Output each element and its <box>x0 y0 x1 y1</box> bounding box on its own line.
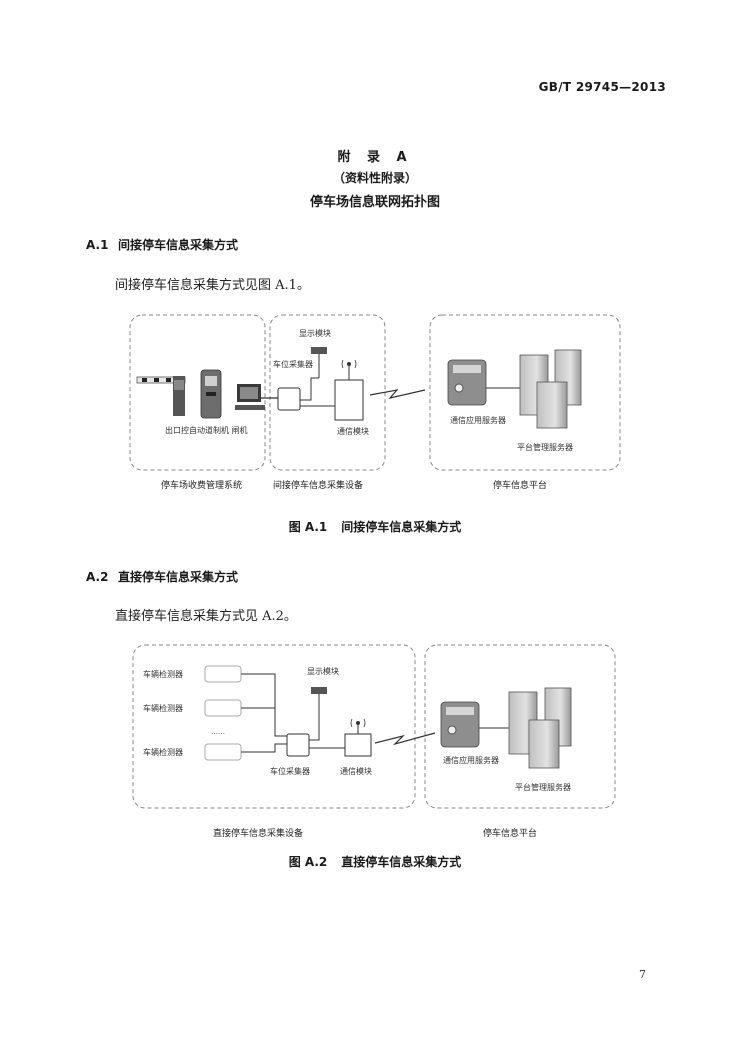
label-gate: 出口控自动道制机 闸机 <box>165 425 248 435</box>
figure-number: 图 A.2 <box>288 855 328 869</box>
standard-code: GB/T 29745—2013 <box>538 80 666 94</box>
label-parking-collector: 车位采集器 <box>273 359 313 369</box>
label-platform-server: 平台管理服务器 <box>517 442 573 452</box>
figure-number: 图 A.1 <box>288 520 328 534</box>
section-heading-a2: A.2 直接停车信息采集方式 <box>86 568 238 585</box>
label-direct-device: 直接停车信息采集设备 <box>213 827 303 839</box>
figure-a1-caption: 图 A.1 间接停车信息采集方式 <box>0 518 750 535</box>
parking-collector-box <box>286 733 310 757</box>
label-detector: 车辆检测器 <box>143 703 183 713</box>
direct-device-group <box>132 644 416 809</box>
section-paragraph-a1: 间接停车信息采集方式见图 A.1。 <box>115 278 310 293</box>
gate-machine-icon <box>200 369 222 419</box>
computer-icon <box>235 384 265 410</box>
label-comm-server: 通信应用服务器 <box>450 415 506 425</box>
annex-title: 附 录 A <box>337 150 413 165</box>
comm-module-box <box>334 379 364 421</box>
platform-group <box>429 314 621 471</box>
label-platform-server: 平台管理服务器 <box>515 782 571 792</box>
wireless-link-icon <box>374 732 436 746</box>
platform-server-icon <box>519 349 582 429</box>
figure-a2-caption: 图 A.2 直接停车信息采集方式 <box>0 853 750 870</box>
platform-server-icon <box>508 687 572 769</box>
comm-server-icon <box>447 359 487 406</box>
annex-subtitle: （资料性附录） <box>332 171 417 185</box>
label-fee-system: 停车场收费管理系统 <box>161 479 242 491</box>
parking-collector-box <box>277 387 301 411</box>
label-indirect-device: 间接停车信息采集设备 <box>273 479 363 491</box>
platform-group <box>424 644 616 809</box>
label-platform: 停车信息平台 <box>493 479 547 491</box>
label-detector: 车辆检测器 <box>143 747 183 757</box>
figure-caption-text: 直接停车信息采集方式 <box>341 855 462 869</box>
comm-module-box <box>344 733 372 757</box>
display-module-icon <box>311 347 327 378</box>
section-paragraph-a2: 直接停车信息采集方式见 A.2。 <box>115 609 297 624</box>
section-number: A.2 <box>86 570 109 584</box>
annex-name: 停车场信息联网拓扑图 <box>309 195 440 210</box>
comm-server-icon <box>440 701 480 748</box>
section-title: 间接停车信息采集方式 <box>118 238 239 252</box>
label-comm-module: 通信模块 <box>340 766 372 776</box>
barrier-gate-icon <box>136 376 186 416</box>
page-number: 7 <box>639 968 646 981</box>
label-ellipsis: …… <box>211 728 225 736</box>
antenna-icon <box>350 718 366 734</box>
figure-a1-diagram: 显示模块 车位采集器 通信模块 出口控自动道制机 闸机 通信应用服务器 平台管理… <box>129 314 621 491</box>
section-heading-a1: A.1 间接停车信息采集方式 <box>86 236 238 253</box>
detector-box <box>204 665 242 683</box>
figure-caption-text: 间接停车信息采集方式 <box>341 520 462 534</box>
label-comm-server: 通信应用服务器 <box>443 755 499 765</box>
label-comm-module: 通信模块 <box>337 426 369 436</box>
figure-a2-diagram: 车辆检测器 车辆检测器 车辆检测器 …… 显示模块 车位采集器 通信模块 通信应… <box>132 644 616 839</box>
label-display-module: 显示模块 <box>307 666 339 676</box>
label-display-module: 显示模块 <box>299 328 331 338</box>
detector-box <box>204 743 242 761</box>
section-title: 直接停车信息采集方式 <box>118 570 239 584</box>
label-platform: 停车信息平台 <box>483 827 537 839</box>
detector-box <box>204 699 242 717</box>
label-parking-collector: 车位采集器 <box>270 766 310 776</box>
section-number: A.1 <box>86 238 109 252</box>
wireless-link-icon <box>369 389 426 399</box>
display-module-icon <box>311 687 327 710</box>
label-detector: 车辆检测器 <box>143 669 183 679</box>
antenna-icon <box>341 359 357 380</box>
